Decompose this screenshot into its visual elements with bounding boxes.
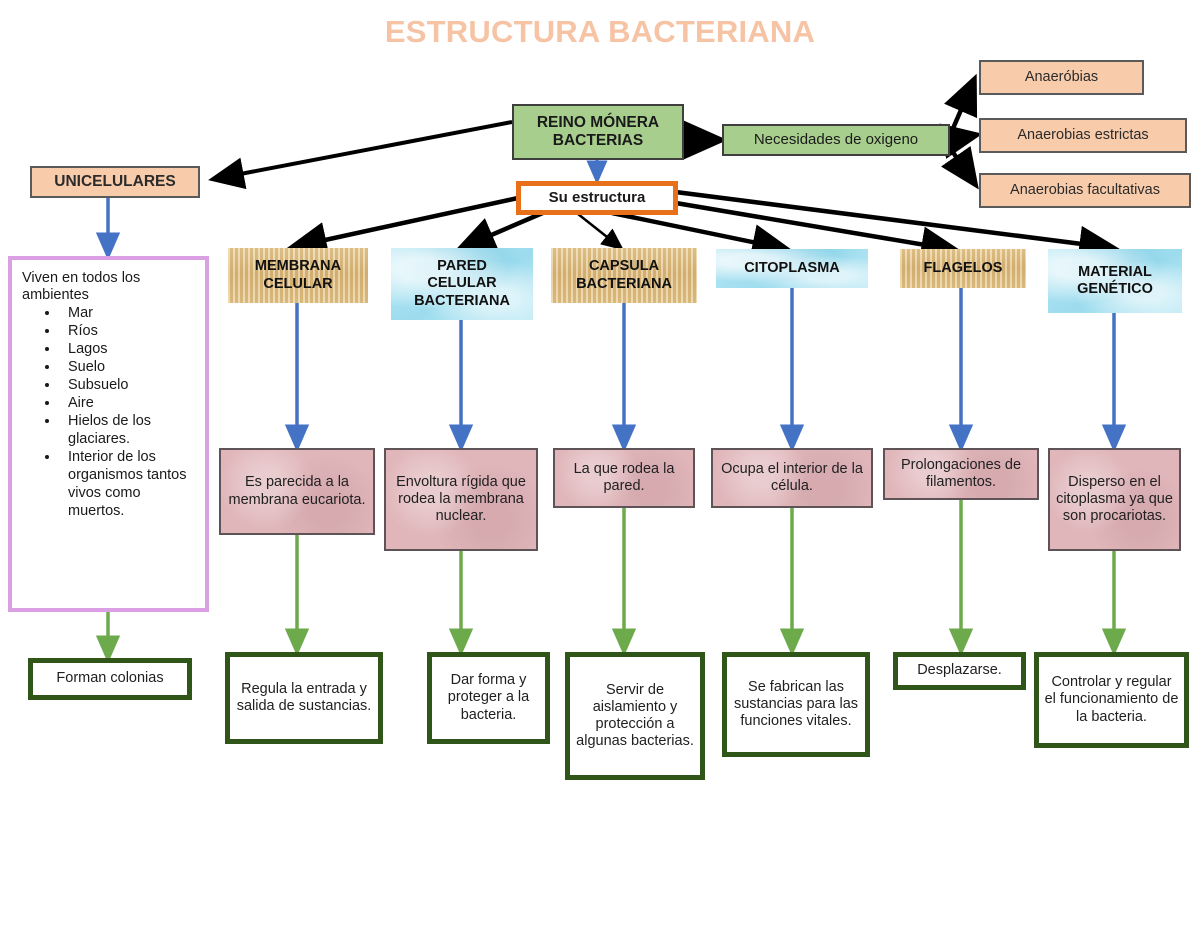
edge-oxygen-to-anaerobias-facultativas [940, 146, 979, 190]
node-citoplasma-label: CITOPLASMA [744, 259, 840, 276]
node-membrana-celular-line1: MEMBRANA [254, 258, 342, 275]
node-unicelulares[interactable]: UNICELULARES [30, 166, 200, 198]
node-su-estructura[interactable]: Su estructura [516, 181, 678, 215]
habitat-lead: Viven en todos los ambientes [22, 270, 141, 304]
func-pared-celular-text: Dar forma y proteger a la bacteria. [447, 672, 530, 723]
func-membrana-celular-text: Regula la entrada y salida de sustancias… [236, 680, 372, 714]
node-material-genetico-line1: MATERIAL [1078, 263, 1152, 280]
func-citoplasma-text: Se fabrican las sustancias para las func… [733, 678, 859, 730]
node-necesidades-oxigeno-label: Necesidades de oxigeno [753, 131, 919, 149]
node-unicelulares-label: UNICELULARES [54, 172, 176, 190]
list-item: Lagos [60, 341, 199, 359]
desc-material-genetico-text: Disperso en el citoplasma ya que son pro… [1056, 473, 1173, 525]
desc-capsula-bacteriana-text: La que rodea la pared. [573, 460, 675, 494]
desc-membrana-celular-text: Es parecida a la membrana eucariota. [228, 474, 366, 508]
list-item: Subsuelo [60, 377, 199, 395]
node-reino-monera-line1: REINO MÓNERA [536, 113, 660, 131]
node-pared-celular-line2: CELULAR [427, 275, 497, 292]
list-item: Interior de los organismos tantos vivos … [60, 449, 199, 521]
edge-oxygen-to-anaerobias-estrictas [939, 123, 983, 159]
habitat-items: Mar Ríos Lagos Suelo Subsuelo Aire Hielo… [22, 305, 199, 521]
node-anaerobias[interactable]: Anaeróbias [979, 60, 1144, 95]
func-material-genetico[interactable]: Controlar y regular el funcionamiento de… [1034, 652, 1189, 748]
func-flagelos[interactable]: Desplazarse. [893, 652, 1026, 690]
edge-root-to-unicelulares [208, 120, 513, 190]
func-capsula-bacteriana-text: Servir de aislamiento y protección a alg… [576, 681, 694, 750]
node-flagelos-label: FLAGELOS [923, 259, 1003, 276]
node-anaerobias-estrictas-label: Anaerobias estrictas [1017, 126, 1149, 143]
node-anaerobias-facultativas-label: Anaerobias facultativas [1010, 181, 1160, 198]
list-item: Hielos de los glaciares. [60, 413, 199, 449]
node-capsula-line2: BACTERIANA [576, 275, 672, 292]
node-material-genetico-line2: GENÉTICO [1077, 281, 1153, 297]
desc-capsula-bacteriana[interactable]: La que rodea la pared. [553, 448, 695, 508]
edge-structure-to-citoplasma [611, 210, 793, 260]
node-forman-colonias-label: Forman colonias [56, 670, 164, 687]
desc-material-genetico[interactable]: Disperso en el citoplasma ya que son pro… [1048, 448, 1181, 551]
page-title: ESTRUCTURA BACTERIANA [384, 14, 816, 49]
node-membrana-celular-line2: CELULAR [263, 275, 333, 292]
node-su-estructura-label: Su estructura [548, 189, 646, 207]
node-pared-celular-line1: PARED [437, 258, 487, 275]
node-flagelos[interactable]: FLAGELOS [900, 249, 1026, 288]
node-capsula-line1: CAPSULA [588, 258, 660, 275]
node-pared-celular-bacteriana[interactable]: PARED CELULAR BACTERIANA [391, 248, 533, 320]
func-membrana-celular[interactable]: Regula la entrada y salida de sustancias… [225, 652, 383, 744]
node-anaerobias-label: Anaeróbias [1024, 68, 1099, 85]
desc-flagelos-text: Prolongaciones de filamentos. [900, 456, 1022, 490]
node-membrana-celular[interactable]: MEMBRANA CELULAR [228, 248, 368, 303]
node-anaerobias-estrictas[interactable]: Anaerobias estrictas [979, 118, 1187, 153]
desc-flagelos[interactable]: Prolongaciones de filamentos. [883, 448, 1039, 500]
node-anaerobias-facultativas[interactable]: Anaerobias facultativas [979, 173, 1191, 208]
edge-oxygen-to-anaerobias [944, 73, 978, 134]
edge-structure-to-membrana [286, 193, 528, 258]
list-item: Mar [60, 305, 199, 323]
func-pared-celular[interactable]: Dar forma y proteger a la bacteria. [427, 652, 550, 744]
node-forman-colonias[interactable]: Forman colonias [28, 658, 192, 700]
node-pared-celular-line3: BACTERIANA [414, 292, 510, 309]
func-capsula-bacteriana[interactable]: Servir de aislamiento y protección a alg… [565, 652, 705, 780]
list-item: Aire [60, 395, 199, 413]
func-flagelos-text: Desplazarse. [917, 662, 1002, 679]
node-necesidades-oxigeno[interactable]: Necesidades de oxigeno [722, 124, 950, 156]
desc-citoplasma[interactable]: Ocupa el interior de la célula. [711, 448, 873, 508]
func-citoplasma[interactable]: Se fabrican las sustancias para las func… [722, 652, 870, 757]
node-habitat-list[interactable]: Viven en todos los ambientes Mar Ríos La… [8, 256, 209, 612]
node-reino-monera-line2: BACTERIAS [552, 132, 644, 149]
list-item: Ríos [60, 323, 199, 341]
node-citoplasma[interactable]: CITOPLASMA [716, 249, 868, 288]
edge-structure-to-pared [454, 209, 546, 252]
edge-structure-to-capsula [577, 213, 624, 251]
node-material-genetico[interactable]: MATERIAL GENÉTICO [1048, 249, 1182, 313]
desc-pared-celular[interactable]: Envoltura rígida que rodea la membrana n… [384, 448, 538, 551]
list-item: Suelo [60, 359, 199, 377]
func-material-genetico-text: Controlar y regular el funcionamiento de… [1044, 674, 1179, 725]
node-reino-monera[interactable]: REINO MÓNERA BACTERIAS [512, 104, 684, 160]
node-capsula-bacteriana[interactable]: CAPSULA BACTERIANA [551, 248, 697, 303]
desc-citoplasma-text: Ocupa el interior de la célula. [721, 460, 863, 494]
desc-membrana-celular[interactable]: Es parecida a la membrana eucariota. [219, 448, 375, 535]
desc-pared-celular-text: Envoltura rígida que rodea la membrana n… [396, 473, 526, 525]
edge-structure-to-flagelos [657, 197, 962, 263]
